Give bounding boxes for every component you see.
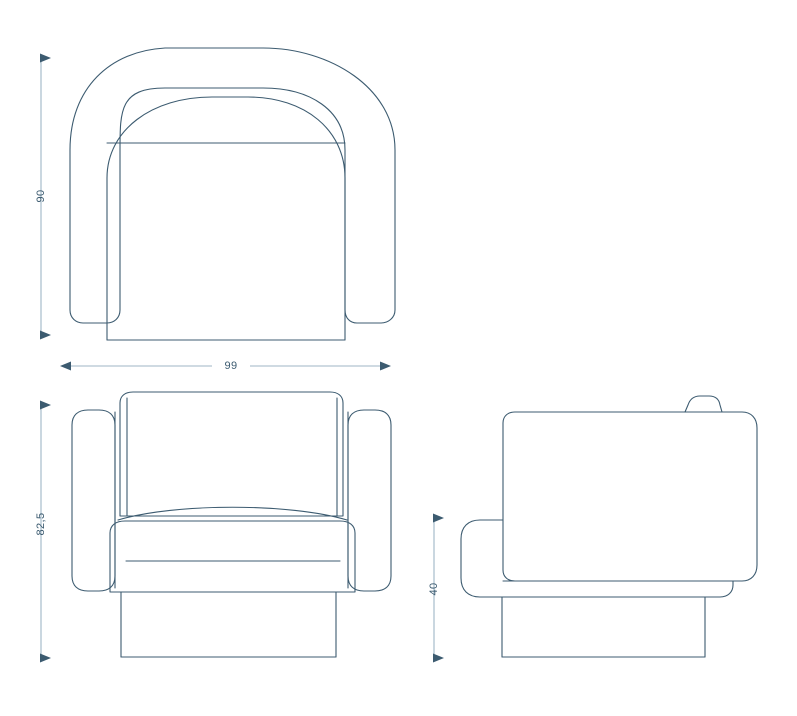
top-view-inner-arch	[106, 96, 346, 341]
front-view-seat-cushion	[109, 520, 356, 593]
side-view-group	[460, 395, 758, 658]
side-view-main-body	[502, 411, 758, 582]
dimension-top-view-height: 90	[35, 53, 51, 340]
dimension-front-view-height: 82,5	[35, 400, 51, 663]
front-view-base-plinth	[120, 591, 337, 658]
dimension-90-label: 90	[35, 189, 47, 202]
dimension-82-5-label: 82,5	[35, 512, 47, 535]
dimension-top-view-width: 99	[60, 360, 391, 372]
dimension-40-label: 40	[428, 582, 440, 595]
top-view-outer-shell	[69, 47, 396, 324]
dimension-99-label: 99	[224, 360, 237, 372]
side-view-base-plinth	[501, 596, 706, 658]
top-view-group	[69, 47, 396, 341]
side-view-top-tab	[684, 395, 723, 413]
front-view-group	[71, 391, 392, 658]
side-view-armrest	[460, 519, 734, 598]
dimension-side-view-height: 40	[428, 513, 444, 663]
front-view-seat-back-curve	[117, 506, 348, 521]
front-view-left-armrest	[71, 409, 116, 592]
front-view-backrest	[119, 391, 344, 517]
